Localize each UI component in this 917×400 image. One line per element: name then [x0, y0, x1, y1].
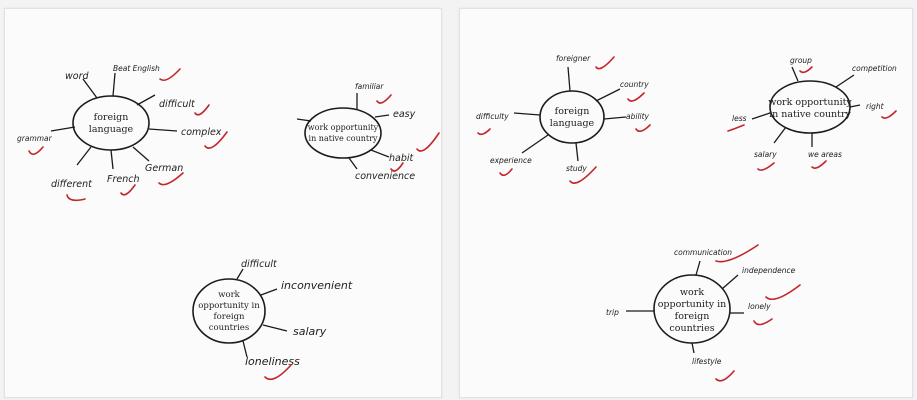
branch-word: right: [866, 102, 885, 111]
center-label: foreign: [555, 106, 590, 117]
branch-word: Beat English: [113, 64, 160, 73]
mind-map-foreign-countries: work opportunity in foreign countries di…: [192, 259, 353, 381]
branch-word: different: [51, 179, 93, 190]
branch-word: lifestyle: [692, 357, 722, 366]
mind-maps-right: foreign language foreigner country abili…: [476, 54, 897, 382]
center-label: in native country: [309, 134, 378, 143]
branch-word: country: [620, 80, 649, 89]
branch-word: loneliness: [245, 355, 300, 368]
center-label: countries: [209, 323, 249, 333]
mind-map-native-country: work opportunity in native country group…: [727, 56, 897, 171]
branch-word: group: [790, 56, 812, 65]
mind-map-foreign-language: foreign language word Beat English diffi…: [17, 64, 228, 202]
worksheet-left: foreign language word Beat English diffi…: [4, 8, 442, 398]
center-bubble: [539, 90, 605, 144]
branch-word: salary: [754, 150, 777, 159]
mind-maps-left: foreign language word Beat English diffi…: [17, 64, 440, 381]
center-label: opportunity in: [198, 301, 260, 311]
branch-word: complex: [181, 127, 222, 138]
branch-word: easy: [393, 109, 416, 120]
branch-word: German: [145, 163, 183, 174]
branch-word: difficult: [159, 99, 196, 110]
center-bubble: [304, 107, 382, 159]
center-bubble: [192, 278, 266, 344]
center-label: work: [218, 290, 240, 300]
mind-map-native-country: work opportunity in native country famil…: [296, 82, 440, 182]
center-label: foreign: [214, 312, 246, 322]
branch-word: grammar: [17, 134, 53, 143]
branch-word: ability: [626, 112, 650, 121]
branch-word: communication: [674, 248, 732, 257]
center-label: opportunity in: [658, 299, 727, 310]
mind-map-foreign-language: foreign language foreigner country abili…: [476, 54, 651, 184]
branch-word: we areas: [808, 150, 842, 159]
center-label: language: [89, 124, 134, 135]
branch-word: less: [732, 114, 747, 123]
branch-word: difficult: [241, 259, 278, 270]
branch-word: inconvenient: [281, 279, 353, 292]
center-label: foreign: [94, 112, 129, 123]
center-label: foreign: [675, 311, 710, 322]
center-label: in native country: [769, 109, 851, 120]
branch-word: study: [566, 164, 587, 173]
branch-word: foreigner: [556, 54, 591, 63]
branch-word: habit: [389, 153, 415, 164]
branch-word: lonely: [748, 302, 771, 311]
branch-word: convenience: [355, 171, 415, 182]
branch-word: independence: [742, 266, 796, 275]
worksheet-right: foreign language foreigner country abili…: [459, 8, 913, 398]
branch-word: difficulty: [476, 112, 509, 121]
branch-word: salary: [293, 325, 327, 338]
branch-word: French: [107, 174, 139, 185]
branch-word: word: [65, 71, 89, 82]
branch-word: familiar: [355, 82, 384, 91]
center-label: language: [550, 118, 595, 129]
branch-word: competition: [852, 64, 897, 73]
branch-word: trip: [606, 308, 619, 317]
center-label: work opportunity: [308, 123, 379, 132]
mind-map-foreign-countries: work opportunity in foreign countries co…: [606, 244, 801, 382]
center-label: work: [680, 287, 704, 298]
center-label: countries: [669, 323, 714, 334]
branch-word: experience: [490, 156, 532, 165]
center-label: work opportunity: [768, 97, 852, 108]
